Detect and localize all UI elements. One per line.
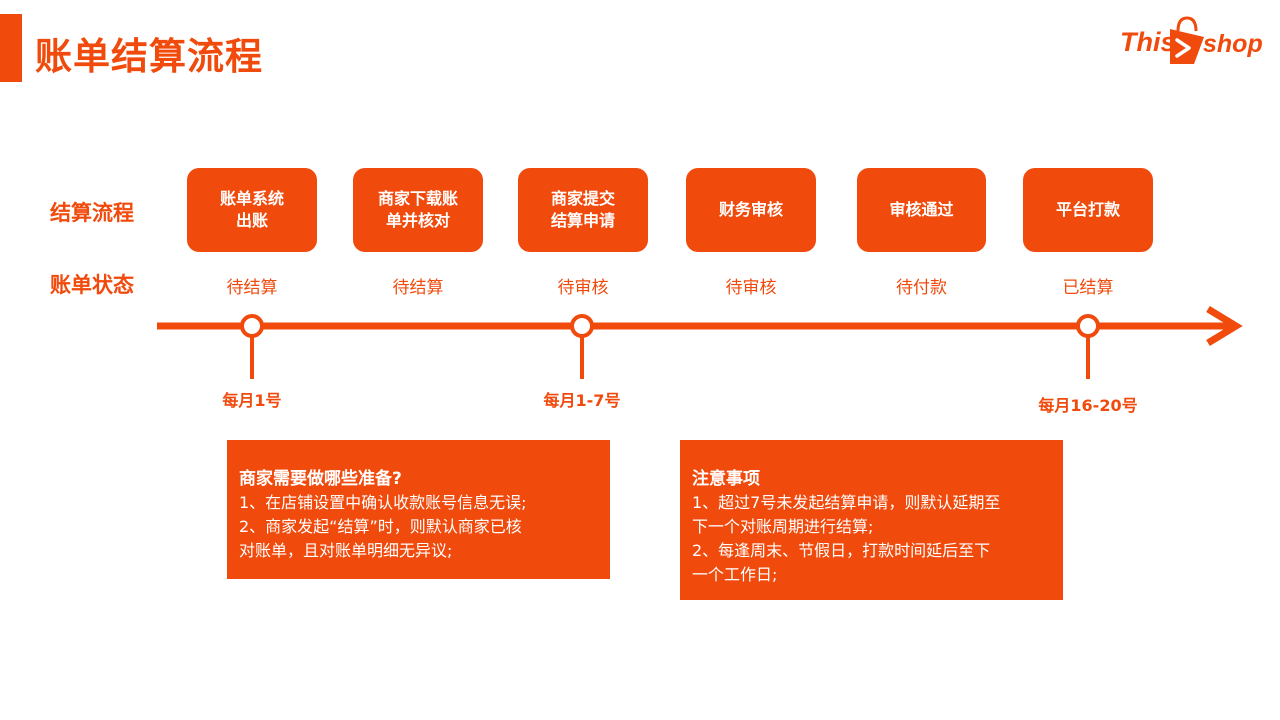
step-box-review-passed: 审核通过: [857, 168, 986, 252]
page-title: 账单结算流程: [35, 35, 263, 78]
step-label: 单并核对: [385, 211, 450, 230]
title-accent-bar: [0, 14, 22, 82]
row-label-process: 结算流程: [50, 201, 134, 225]
shopping-bag-icon: [1170, 16, 1204, 64]
step-box-merchant-submit: 商家提交结算申请: [518, 168, 648, 252]
step-box-platform-payment: 平台打款: [1023, 168, 1153, 252]
thisshop-logo: This shop: [1120, 15, 1270, 70]
status-label: 待审核: [725, 278, 777, 298]
note-line: 下一个对账周期进行结算;: [692, 517, 874, 536]
step-label: 结算申请: [550, 211, 615, 230]
timeline-arrowhead: [1206, 306, 1243, 346]
note-title: 商家需要做哪些准备?: [239, 469, 402, 489]
logo-text-this: This: [1120, 27, 1176, 57]
logo-text-shop: shop: [1203, 30, 1263, 58]
note-line: 1、在店铺设置中确认收款账号信息无误;: [239, 493, 527, 512]
status-label: 待审核: [557, 278, 609, 298]
status-label: 待结算: [392, 278, 444, 298]
milestone-date: 每月1-7号: [543, 391, 621, 410]
step-label: 出账: [235, 211, 268, 230]
note-line: 对账单，且对账单明细无异议;: [239, 541, 453, 560]
milestone-dot: [240, 314, 264, 338]
step-box-finance-review: 财务审核: [686, 168, 816, 252]
step-label: 账单系统: [219, 189, 284, 209]
step-box-bill-issued: 账单系统出账: [187, 168, 317, 252]
status-label: 已结算: [1062, 278, 1114, 298]
preparation-note-box: 商家需要做哪些准备? 1、在店铺设置中确认收款账号信息无误; 2、商家发起“结算…: [227, 440, 610, 579]
step-label: 商家下载账: [377, 189, 458, 209]
note-line: 一个工作日;: [692, 565, 778, 584]
milestone-date: 每月16-20号: [1038, 396, 1138, 415]
step-label: 商家提交: [550, 189, 615, 209]
status-label: 待结算: [226, 278, 278, 298]
note-line: 1、超过7号未发起结算申请，则默认延期至: [692, 493, 1001, 512]
status-label: 待付款: [896, 278, 947, 298]
milestone-dot: [570, 314, 594, 338]
milestone-date: 每月1号: [222, 391, 282, 410]
step-label: 平台打款: [1055, 200, 1120, 220]
attention-note-box: 注意事项 1、超过7号未发起结算申请，则默认延期至 下一个对账周期进行结算; 2…: [680, 440, 1063, 600]
milestone-dot: [1076, 314, 1100, 338]
note-line: 2、每逢周末、节假日，打款时间延后至下: [692, 541, 991, 560]
note-line: 2、商家发起“结算”时，则默认商家已核: [239, 517, 522, 536]
step-label: 审核通过: [889, 200, 954, 220]
note-title: 注意事项: [692, 469, 760, 489]
step-label: 财务审核: [718, 200, 783, 220]
row-label-status: 账单状态: [50, 273, 134, 297]
step-box-merchant-download: 商家下载账单并核对: [353, 168, 483, 252]
